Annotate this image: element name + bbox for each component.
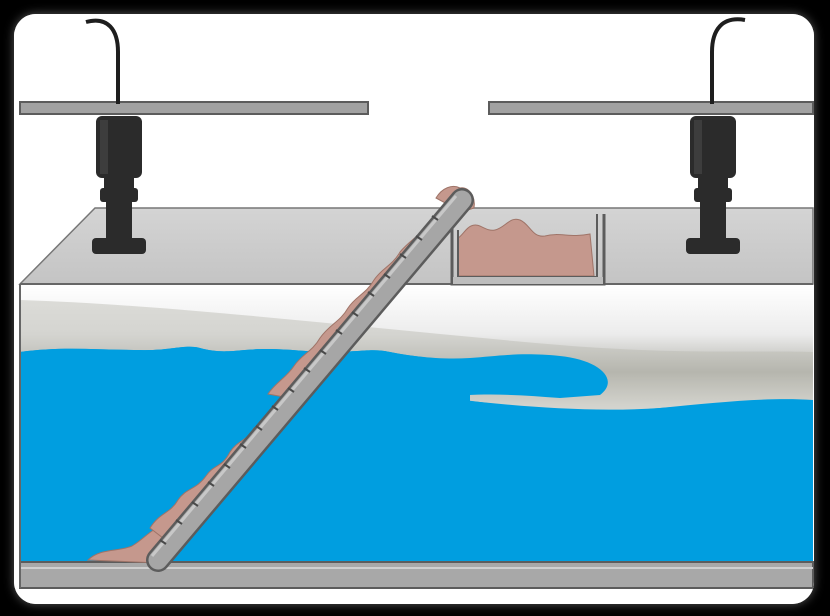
water-surface-right: [300, 394, 813, 430]
right-mounting-bar: [488, 101, 814, 115]
belt-surface: [148, 190, 472, 570]
left-sensor-cable: [85, 18, 120, 104]
belt-highlight: [150, 195, 458, 557]
belt-cleats: [159, 215, 439, 545]
belt-skimmer: [86, 185, 475, 572]
collection-trough: [450, 214, 606, 286]
trough-floor: [453, 277, 603, 284]
left-sensor: [85, 18, 146, 254]
right-sensor-cable: [710, 17, 746, 104]
diagram-panel: [14, 14, 814, 604]
tank-floor: [19, 561, 814, 589]
left-level-sensor-icon: [92, 116, 146, 254]
tank-diagram: [14, 14, 814, 604]
left-mounting-bar: [19, 101, 369, 115]
right-sensor: [686, 17, 746, 254]
right-level-sensor-icon: [686, 116, 740, 254]
